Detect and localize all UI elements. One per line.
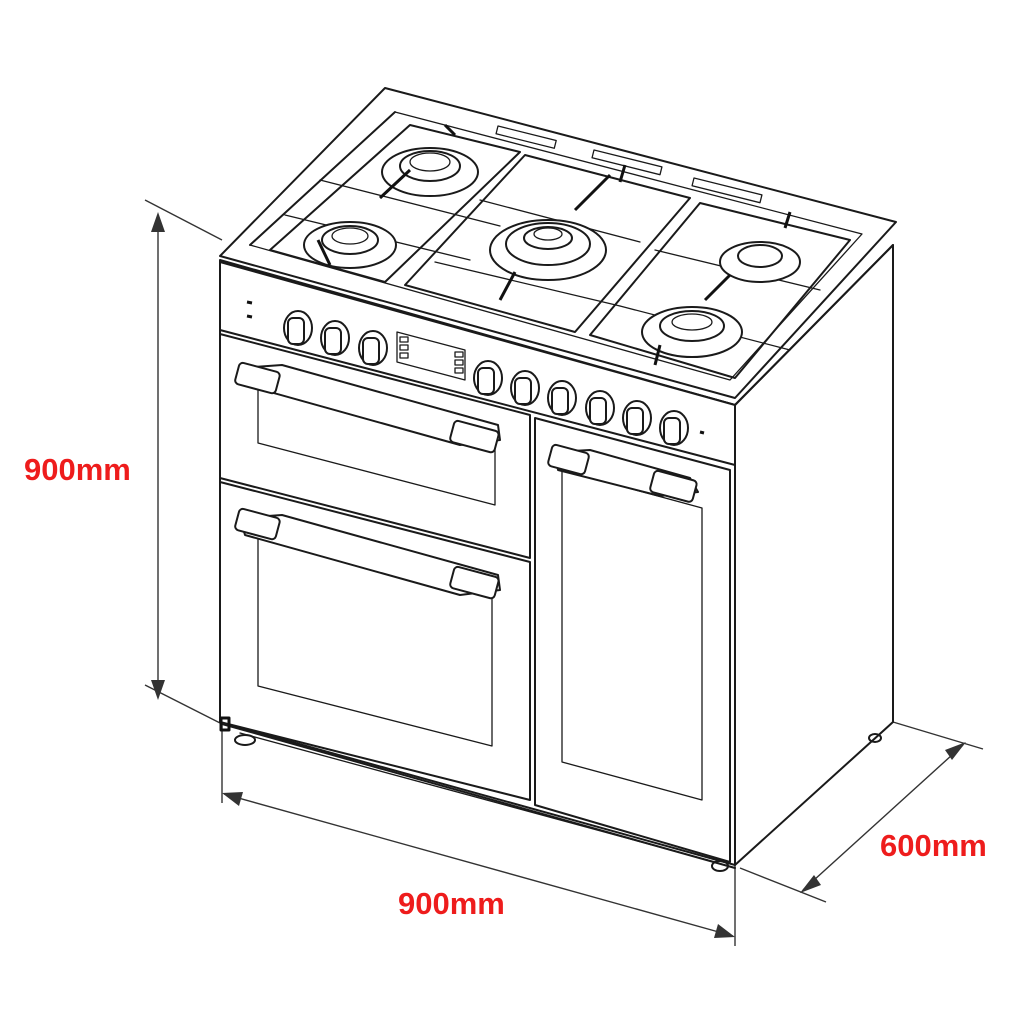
bottom-left-oven-door [219,481,531,801]
height-dimension-line [144,199,223,725]
knob-2 [320,320,350,356]
height-dimension-label: 900mm [24,452,131,487]
depth-dimension-label: 600mm [880,828,987,863]
knob-1 [283,310,313,346]
support-fingers [316,168,732,366]
burner-rear-left [381,147,479,197]
knob-3 [358,330,388,366]
knob-5 [510,370,540,406]
knob-8 [622,400,652,436]
burner-rear-right [719,241,801,283]
pan-supports [249,111,851,379]
knob-6 [547,380,577,416]
top-left-oven-door [219,333,531,559]
knob-4 [473,360,503,396]
knob-9 [659,410,689,446]
right-side-oven-door [534,417,731,863]
width-dimension-label: 900mm [398,886,505,921]
knob-7 [585,390,615,426]
control-knobs [283,310,689,446]
burner-front-right [641,306,743,358]
timer-display [396,331,466,381]
burner-front-left [303,221,397,269]
plinth-and-feet [219,716,882,872]
width-dimension-line [221,724,736,946]
burner-center-wok [489,219,607,281]
handle-right-end [449,419,500,454]
handle-left-end [234,361,281,395]
depth-dimension-line [739,721,984,903]
